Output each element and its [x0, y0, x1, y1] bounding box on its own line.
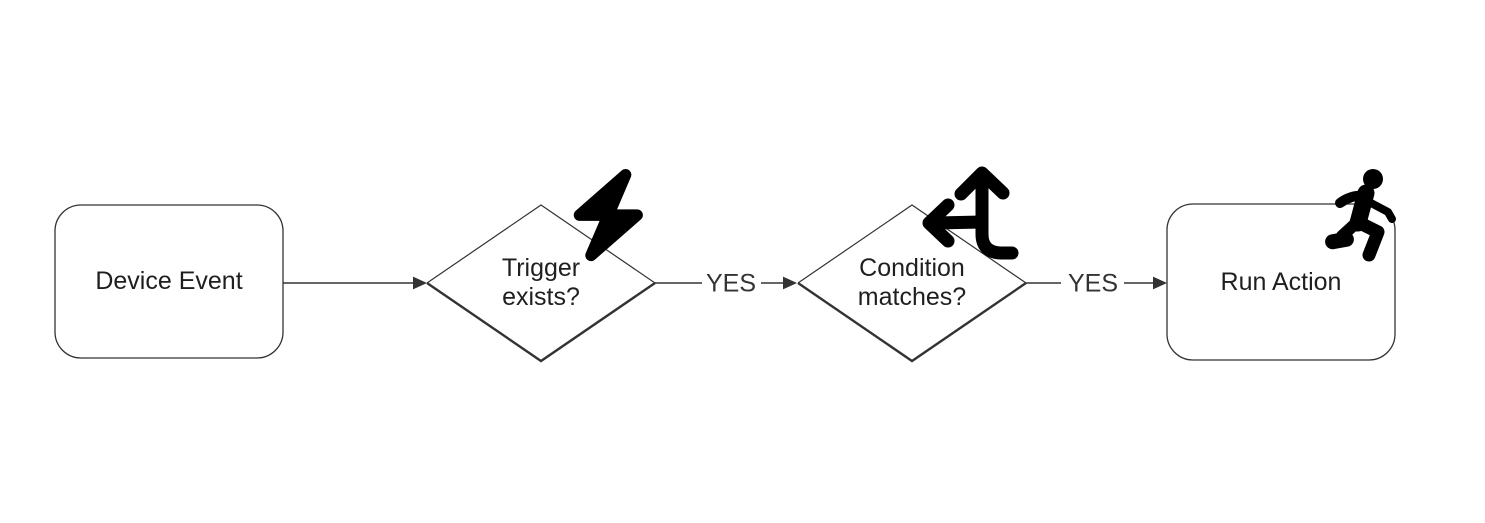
trigger-exists-label: Trigger exists?	[427, 205, 655, 361]
run-action-label: Run Action	[1220, 267, 1342, 296]
person-running-icon	[1325, 169, 1396, 262]
edge-condition-to-action	[1026, 276, 1167, 290]
edge-device-to-trigger	[283, 276, 427, 290]
edge-label-yes-2: YES	[1067, 269, 1119, 298]
condition-matches-label-line2: matches?	[857, 283, 967, 311]
edge-label-yes-1: YES	[705, 269, 757, 298]
edge-trigger-to-condition	[655, 276, 797, 290]
node-device-event	[54, 204, 284, 359]
node-condition-matches	[797, 204, 1027, 363]
bolt-icon	[573, 168, 643, 262]
condition-matches-label-line1: Condition	[859, 254, 965, 282]
trigger-exists-label-line2: exists?	[502, 283, 580, 311]
trigger-exists-label-line1: Trigger	[501, 254, 581, 282]
condition-matches-label: Condition matches?	[798, 205, 1026, 361]
device-event-label: Device Event	[95, 267, 243, 295]
split-arrows-icon	[922, 166, 1019, 260]
